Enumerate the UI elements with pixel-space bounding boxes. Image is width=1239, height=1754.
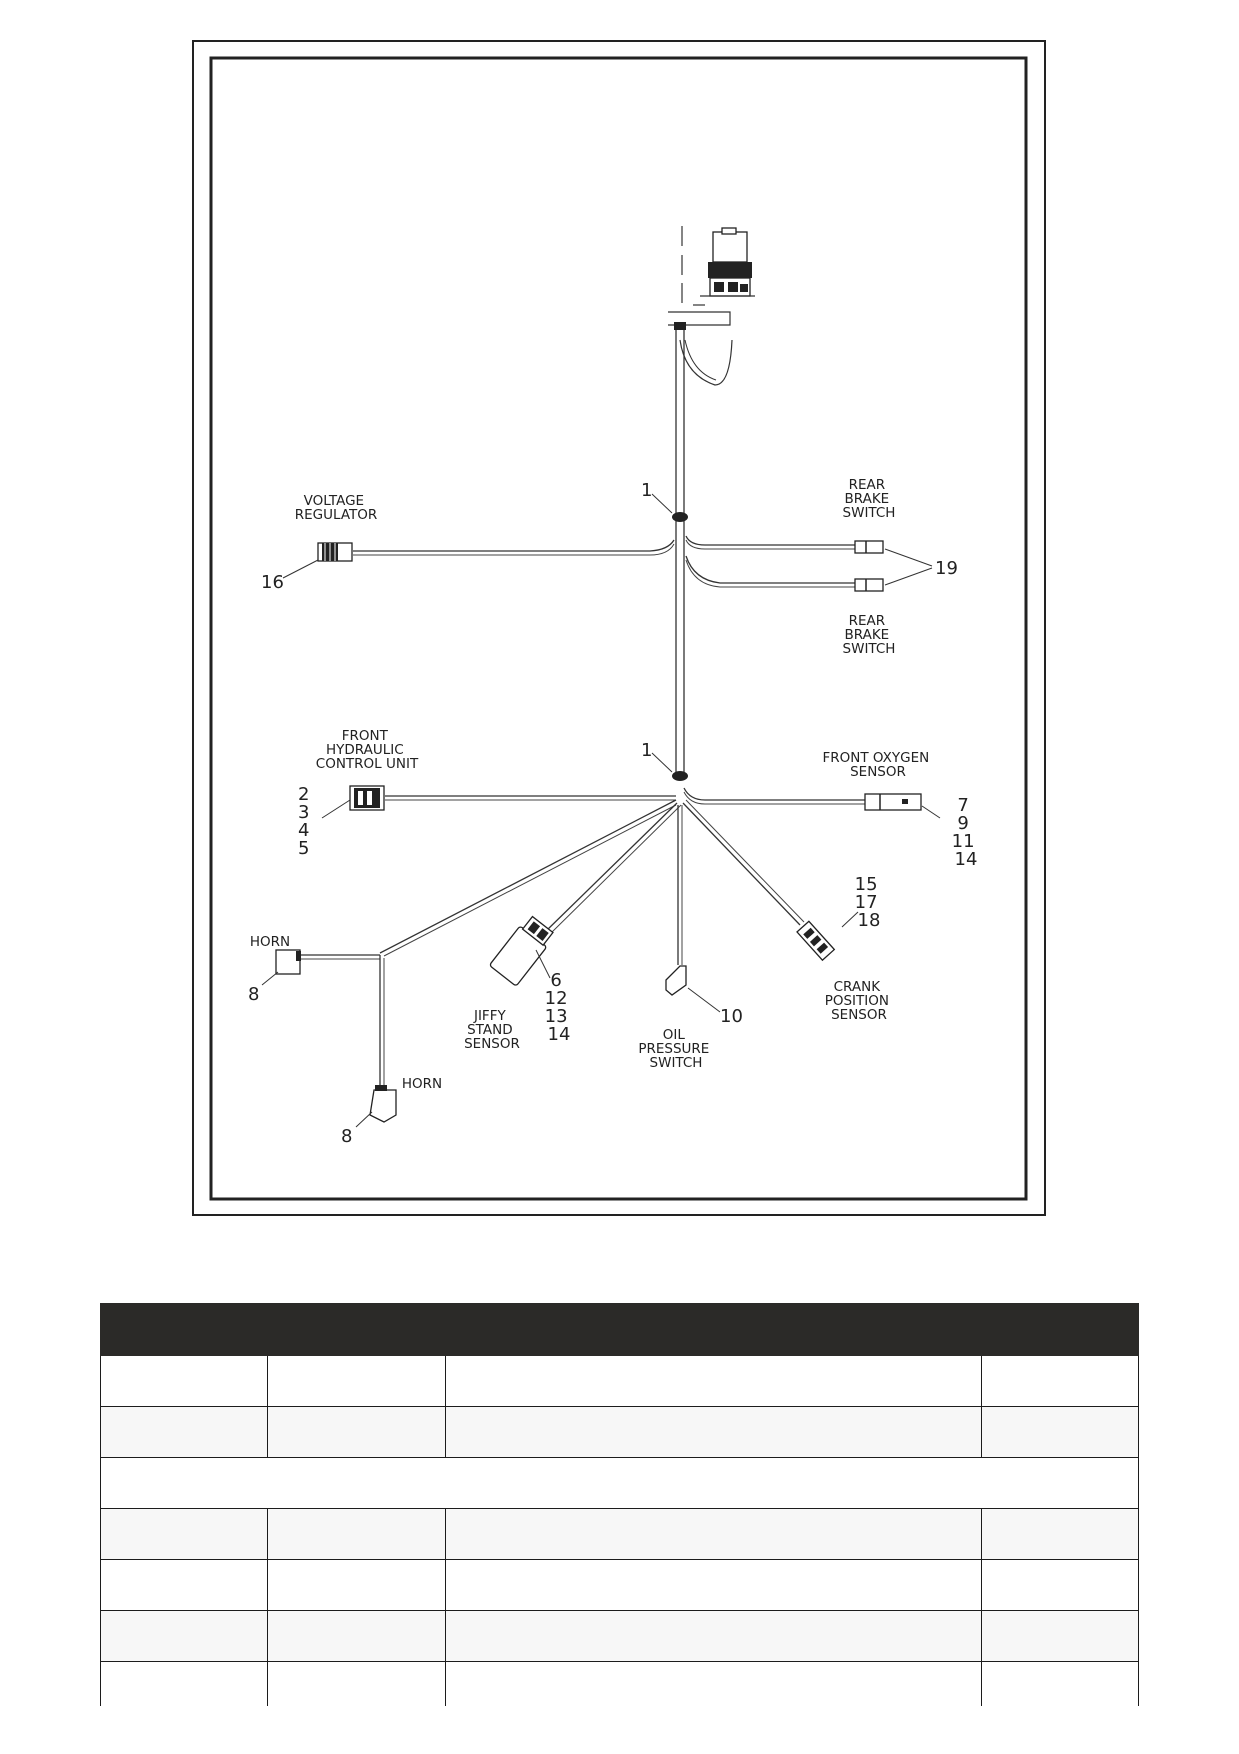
table-cell	[100, 1661, 268, 1706]
table-section-cell	[100, 1457, 1139, 1509]
clip-upper	[672, 512, 688, 522]
table-row	[100, 1559, 1139, 1611]
table-row	[100, 1508, 1139, 1560]
oil-pressure-switch-body	[665, 965, 687, 996]
label-front-oxygen-sensor: FRONT OXYGEN SENSOR	[822, 750, 933, 780]
table-header-row	[100, 1303, 1139, 1356]
table-cell	[267, 1661, 446, 1706]
table-header-cell	[981, 1303, 1139, 1356]
table-cell	[267, 1508, 446, 1560]
table-cell	[267, 1406, 446, 1458]
callout-horn-bottom: 8	[341, 1126, 352, 1147]
rear-brake-switch-branches	[685, 535, 933, 592]
table-row	[100, 1406, 1139, 1458]
front-oxygen-sensor-branch	[683, 787, 941, 819]
table-cell	[445, 1508, 982, 1560]
table-header-cell	[267, 1303, 446, 1356]
table-cell	[100, 1355, 268, 1407]
callout-jiffy-stand-sensor: 6 12 13 14	[545, 970, 574, 1045]
label-jiffy-stand-sensor: JIFFY STAND SENSOR	[464, 1008, 520, 1052]
callout-front-hcu: 2 3 4 5	[298, 784, 315, 859]
rear-brake-switch-connector-top	[854, 540, 884, 554]
table-cell	[445, 1406, 982, 1458]
horn-branch	[261, 799, 677, 1128]
label-horn-top: HORN	[250, 934, 290, 950]
callout-clip-lower: 1	[641, 740, 652, 761]
clip-lower	[672, 771, 688, 781]
horn-bottom-connector	[369, 1089, 397, 1123]
table-cell	[445, 1661, 982, 1706]
crank-position-sensor-branch	[682, 799, 859, 962]
main-connector-area	[668, 226, 755, 386]
callout-horn-top: 8	[248, 984, 259, 1005]
front-oxygen-sensor-connector	[864, 793, 922, 811]
inner-frame	[209, 56, 1028, 1201]
table-header-cell	[100, 1303, 268, 1356]
label-voltage-regulator: VOLTAGE REGULATOR	[295, 493, 378, 523]
table-cell	[267, 1559, 446, 1611]
callout-numbers: 1 1 16 19 2 3 4 5 7 9 11 14 15 17 18 8 8…	[248, 480, 981, 1147]
table-row	[100, 1610, 1139, 1662]
table-cell	[267, 1610, 446, 1662]
table-cell	[445, 1559, 982, 1611]
table-section-row	[100, 1457, 1139, 1509]
table-row	[100, 1661, 1139, 1706]
wiring-harness-diagram: VOLTAGE REGULATOR REAR BRAKE SWITCH REAR…	[192, 40, 1046, 1216]
component-labels: VOLTAGE REGULATOR REAR BRAKE SWITCH REAR…	[250, 477, 933, 1092]
callout-voltage-regulator: 16	[261, 572, 284, 593]
callout-rear-brake-switch: 19	[935, 558, 958, 579]
table-row	[100, 1355, 1139, 1407]
table-cell	[445, 1610, 982, 1662]
callout-clip-upper: 1	[641, 480, 652, 501]
label-rear-brake-switch-bottom: REAR BRAKE SWITCH	[843, 613, 896, 657]
table-cell	[981, 1508, 1139, 1560]
callout-oil-pressure-switch: 10	[720, 1006, 743, 1027]
table-cell	[267, 1355, 446, 1407]
table-cell	[100, 1610, 268, 1662]
table-cell	[981, 1355, 1139, 1407]
table-header-cell	[445, 1303, 982, 1356]
outer-frame	[192, 40, 1046, 1216]
voltage-regulator-branch	[282, 539, 675, 579]
jiffy-stand-sensor-branch	[489, 802, 682, 986]
rear-brake-switch-connector-bottom	[854, 578, 884, 592]
front-hcu-branch	[321, 785, 676, 819]
label-front-hcu: FRONT HYDRAULIC CONTROL UNIT	[316, 728, 419, 772]
main-trunk	[674, 322, 686, 780]
table-cell	[100, 1406, 268, 1458]
callout-front-oxygen-sensor: 7 9 11 14	[952, 795, 981, 870]
label-rear-brake-switch-top: REAR BRAKE SWITCH	[843, 477, 896, 521]
label-crank-position-sensor: CRANK POSITION SENSOR	[825, 979, 894, 1023]
table-cell	[981, 1406, 1139, 1458]
table-cell	[981, 1610, 1139, 1662]
label-oil-pressure-switch: OIL PRESSURE SWITCH	[638, 1027, 713, 1071]
table-cell	[100, 1559, 268, 1611]
label-horn-bottom: HORN	[402, 1076, 442, 1092]
callout-crank-position-sensor: 15 17 18	[855, 874, 884, 931]
table-cell	[981, 1559, 1139, 1611]
oil-pressure-switch-branch	[665, 805, 721, 1013]
parts-table	[100, 1303, 1139, 1706]
table-cell	[445, 1355, 982, 1407]
table-cell	[100, 1508, 268, 1560]
table-cell	[981, 1661, 1139, 1706]
